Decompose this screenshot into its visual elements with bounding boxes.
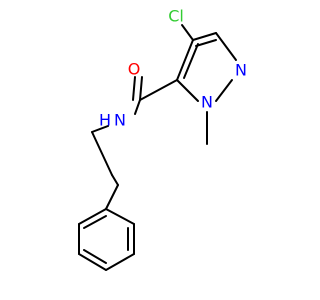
bond-ph-6-inner [83,215,107,229]
bond-c5-c4-inner [183,43,199,79]
bond-carbonyl-o-double [132,76,136,101]
bond-c1-c2 [91,131,113,176]
atom-chlorine: Cl [168,7,184,26]
atom-nitrogen-n2: N [235,61,247,80]
bond-n2-n1 [215,79,233,102]
bond-c4-c3 [192,32,217,41]
atom-labels: Cl O N N N H [99,7,247,130]
bond-n-c1 [91,125,109,133]
bond-c5-carbonyl [139,79,178,101]
atom-nitrogen-amide: N [114,111,126,130]
bond-c4-cl [181,24,194,41]
bond-n1-c5 [176,79,199,102]
structure-diagram: Cl O N N N H [78,7,247,271]
bond-c5-c4 [176,39,194,81]
bond-ph-3 [105,253,135,271]
molecule-canvas: Cl O N N N H [78,7,247,271]
bond-c3-ph [105,184,119,210]
bond-c2-c3 [111,174,119,186]
bonds [78,24,237,271]
bond-carbonyl-n [134,99,141,115]
bond-carbonyl-o [139,76,143,101]
bond-ph-4 [78,253,107,271]
atom-oxygen: O [128,60,141,79]
bond-ph-4-inner [83,249,107,264]
bond-ph-1 [105,208,135,225]
atom-nitrogen-n1: N [201,93,213,112]
bond-c3-n2 [215,32,237,61]
bond-ph-6 [78,208,107,225]
bond-c4-c3-inner [195,39,217,47]
atom-amide-hydrogen: H [99,111,111,130]
